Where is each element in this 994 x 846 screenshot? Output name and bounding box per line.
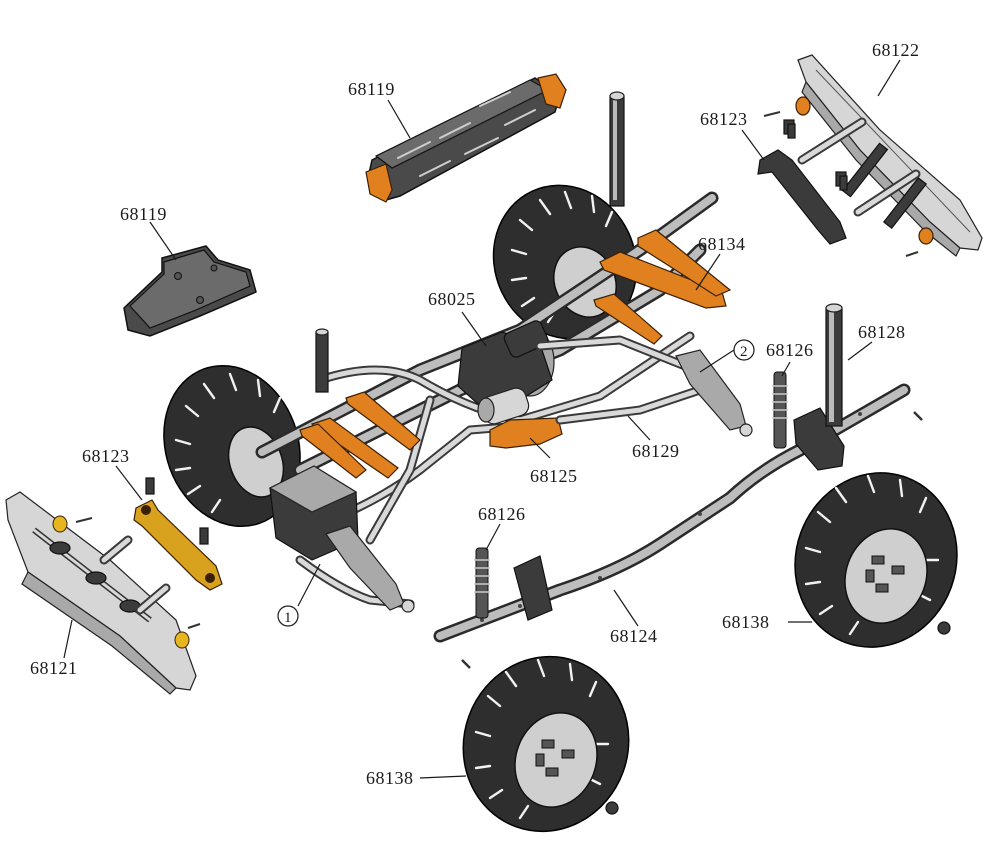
callout-1: 1 [277, 605, 299, 627]
screw-parts [461, 123, 923, 669]
body-post-part [315, 91, 843, 427]
label-68125: 68125 [530, 466, 578, 486]
label-68124: 68124 [610, 626, 658, 646]
label-68123-front: 68123 [82, 446, 130, 466]
rear-axle-part [535, 335, 753, 437]
label-68126-front: 68126 [478, 504, 526, 524]
label-68025: 68025 [428, 289, 476, 309]
part-number-labels: 68119 68119 68122 68123 68134 68025 6812… [30, 40, 920, 788]
battery-tray-part [365, 73, 567, 203]
callout-2: 2 [733, 339, 755, 361]
label-68126-rear: 68126 [766, 340, 814, 360]
label-68134: 68134 [698, 234, 746, 254]
tire-68138-left [462, 655, 630, 833]
label-68121: 68121 [30, 658, 78, 678]
label-68129: 68129 [632, 441, 680, 461]
rear-bumper-part [757, 54, 983, 257]
label-68138-left: 68138 [366, 768, 414, 788]
callout-2-text: 2 [740, 344, 748, 360]
shock-part-rear [772, 371, 788, 449]
label-68123-rear: 68123 [700, 109, 748, 129]
front-bumper-part [5, 477, 223, 695]
label-68138-right: 68138 [722, 612, 770, 632]
lower-chassis-rail-part [433, 383, 911, 643]
callout-1-text: 1 [284, 610, 292, 626]
label-68122: 68122 [872, 40, 920, 60]
tire-68138-right [794, 472, 958, 648]
label-68119-skid: 68119 [120, 204, 167, 224]
label-68119-tray: 68119 [348, 79, 395, 99]
skid-plate-part [123, 245, 257, 337]
front-axle-part [295, 525, 415, 613]
label-68128: 68128 [858, 322, 906, 342]
shock-part-front [474, 547, 490, 619]
leader-lines [63, 59, 901, 779]
